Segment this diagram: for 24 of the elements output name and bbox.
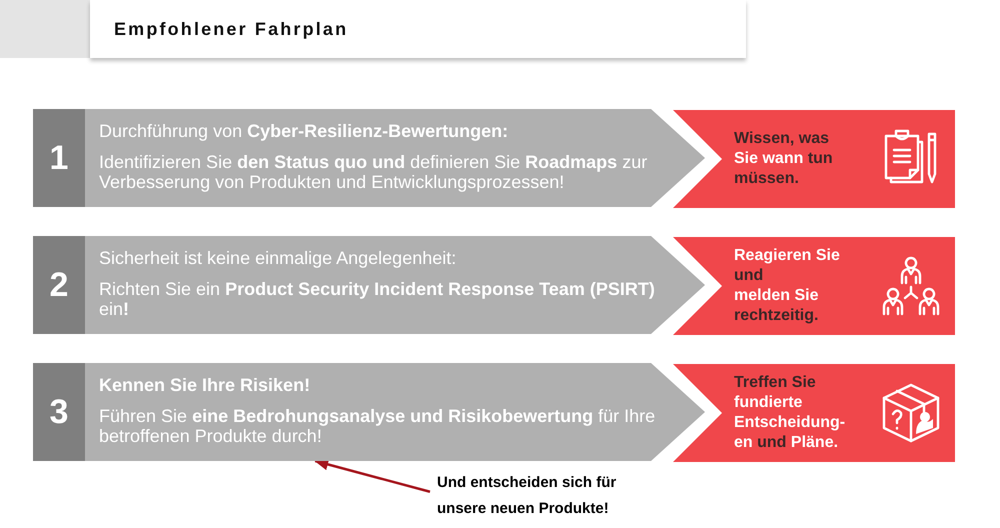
page-title: Empfohlener Fahrplan [114,18,348,41]
step-number: 3 [50,395,68,429]
step-number: 1 [50,141,68,175]
outcome-text: Wissen, was Sie wann tun müssen. [734,129,834,189]
outcome-text: Reagieren Sie und melden Sie rechtzeitig. [734,246,841,326]
number-tile [33,109,85,207]
step-description: Richten Sie ein Product Security Incident Response Team (PSIRT) ein! [99,279,656,319]
number-tile [33,363,85,461]
step-heading: Sicherheit ist keine einmalige Angelegenheit: [99,248,458,268]
step-description: Führen Sie eine Bedrohungsanalyse und Risikobewertung für Ihre betroffenen Produkte durch! [99,406,656,446]
outcome-panel [673,110,955,208]
step-number: 2 [50,268,68,302]
chevron-band [33,236,705,334]
step-heading: Kennen Sie Ihre Risiken! [99,375,312,395]
step-description: Identifizieren Sie den Status quo und definieren Sie Roadmaps zur Verbesserung von Produkten und Entwicklungsprozessen! [99,152,648,192]
chevron-band [33,363,705,461]
outcome-panel [673,237,955,335]
step-heading: Durchführung von Cyber-Resilienz-Bewertungen: [99,121,510,141]
outcome-text: Treffen Sie fundierte Entscheidung- en und Pläne. [734,373,846,453]
chevron-band [33,109,705,207]
leader-arrow [314,458,430,493]
number-tile [33,236,85,334]
callout-text: Und entscheiden sich für unsere neuen Produkte! [430,468,648,522]
outcome-panel [673,364,955,462]
